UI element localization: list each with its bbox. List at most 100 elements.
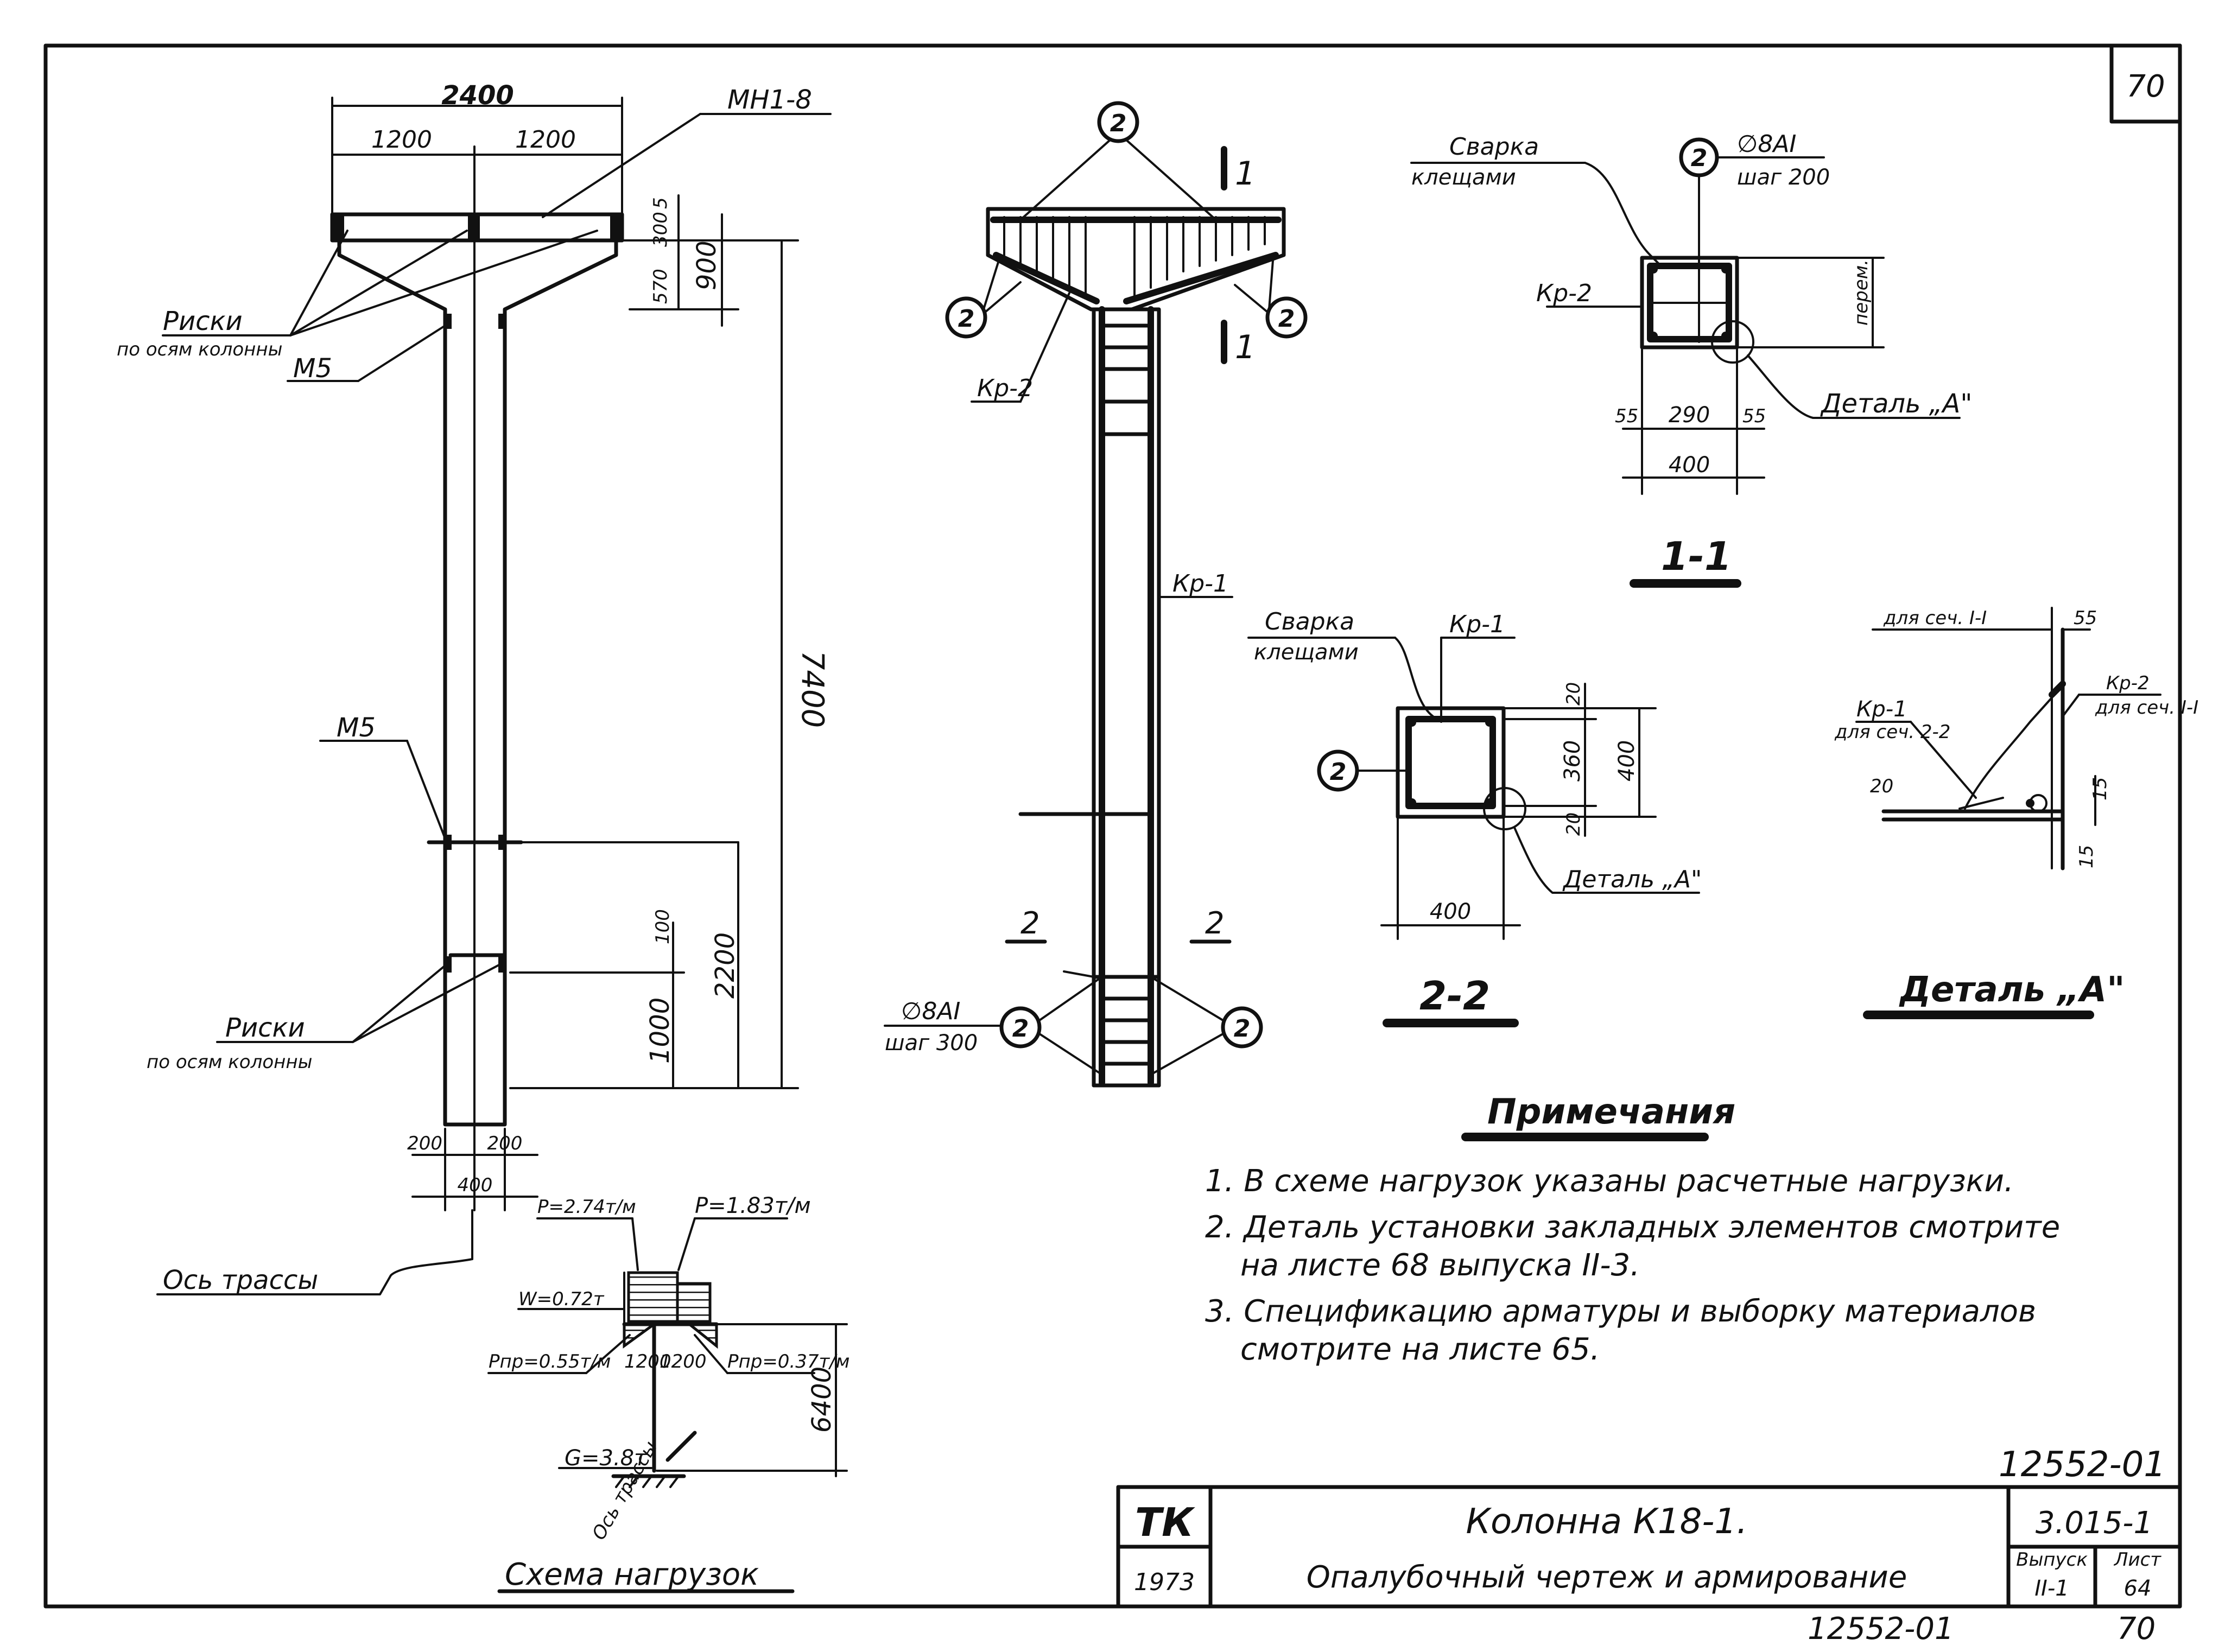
footer-doc-number: 12552-01 [1808,1611,1954,1647]
load-wind: W=0.72т [518,1288,605,1310]
s22-marker-2-text: 2 [1330,758,1347,786]
section-2-2: Сварка клещами Кр-1 2 20 360 20 400 Дета… [1247,608,1702,1027]
notes-line1: 1. В схеме нагрузок указаны расчетные на… [1205,1164,2014,1199]
detail-kp1-sub: для сеч. 2-2 [1834,721,1950,743]
s11-title: 1-1 [1661,533,1732,579]
title-series: 3.015-1 [2036,1505,2153,1541]
rebar-spec-bottom: ∅8АI [901,997,960,1025]
title-logo: ТК [1135,1499,1195,1545]
s22-detail-ref: Деталь „А" [1562,866,1702,893]
s22-welding: Сварка [1265,608,1354,636]
embedded-plate-right [610,214,622,240]
s11-rebar-step: шаг 200 [1737,165,1830,190]
s11-welding: Сварка [1449,133,1539,161]
load-p-wire-right: Pпр=0.37т/м [727,1351,850,1373]
dim-400: 400 [458,1174,493,1196]
dim-1200-right: 1200 [515,126,576,154]
title-name-line1: Колонна К18-1. [1466,1502,1748,1542]
marker-2-bottom-left-text: 2 [1012,1015,1029,1043]
s22-dim-400v: 400 [1614,740,1639,781]
rebar-step-bottom: шаг 300 [885,1031,978,1056]
load-scheme: P=2.74т/м P=1.83т/м W=0.72т Pпр=0.55т/м … [487,1193,850,1593]
dim-900: 900 [692,240,722,290]
notes-line3b: смотрите на листе 65. [1240,1332,1600,1367]
dim-1000: 1000 [645,997,675,1064]
title-year: 1973 [1134,1568,1195,1596]
label-route-axis: Ось трассы [163,1265,318,1295]
dim-2400: 2400 [441,80,514,111]
cap-outline [986,207,1286,312]
s11-outline [1640,256,1739,350]
marker-2-bottom-right [1221,1006,1263,1049]
label-axis-marks-top-sub: по осям колонны [117,339,282,360]
title-sheet-value: 64 [2124,1576,2152,1601]
title-doc-number: 12552-01 [1999,1445,2166,1485]
section-2-right: 2 [1205,906,1225,941]
s11-rebar-spec: ∅8АI [1737,130,1796,158]
s22-title: 2-2 [1419,973,1490,1019]
s11-dim-55a: 55 [1615,405,1638,427]
s11-dim-290: 290 [1669,403,1710,428]
dim-5: 5 [650,197,671,209]
s22-welding-sub: клещами [1254,640,1359,665]
sheet-number: 70 [2126,69,2165,104]
dim-1200a: 1200 [624,1351,671,1373]
load-block-right [676,1282,712,1323]
dim-200-left: 200 [407,1133,442,1154]
notes-line2a: 2. Деталь установки закладных элементов … [1205,1210,2060,1245]
load-block-left [627,1271,679,1323]
s11-kp2: Кр-2 [1536,279,1592,307]
s22-outline [1396,706,1506,819]
sheet-frame: 70 [43,43,2182,1609]
title-name-line2: Опалубочный чертеж и армирование [1307,1560,1907,1595]
load-gravity: G=3.8т [565,1446,648,1471]
label-kp2: Кр-2 [977,374,1033,402]
s11-dim-vertical: перем. [1850,259,1872,326]
s11-detail-ref: Деталь „А" [1820,389,1972,419]
label-m5-top: М5 [293,353,332,384]
label-axis-marks-bottom: Риски [225,1013,305,1043]
section-1-1: Сварка клещами 2 ∅8АI шаг 200 Кр-2 перем… [1410,130,1972,588]
s22-dim-360: 360 [1560,740,1585,781]
s22-dim-400h: 400 [1430,899,1471,924]
title-issue-value: II-1 [2034,1576,2069,1601]
section-mark-1-bottom: 1 [1235,328,1256,366]
detail-dim-55: 55 [2074,607,2097,629]
section-2-left: 2 [1020,906,1040,941]
sheet-number-box [2109,43,2182,124]
label-kp1: Кр-1 [1172,570,1228,598]
load-p-right: P=1.83т/м [695,1193,811,1218]
detail-kp1: Кр-1 [1856,697,1907,722]
detail-dim-20: 20 [1870,776,1893,797]
title-issue-label: Выпуск [2016,1549,2088,1571]
embedded-plate-center [468,214,480,240]
dim-7400: 7400 [795,651,830,728]
detail-dim-15: 15 [2089,777,2111,800]
load-p-left: P=2.74т/м [537,1196,636,1218]
detail-for-sect-11: для сеч. I-I [1883,607,1987,629]
label-axis-marks-top: Риски [163,306,243,336]
marker-2-left [945,296,987,339]
notes-line3a: 3. Спецификацию арматуры и выборку матер… [1205,1294,2036,1329]
marker-2-top [1097,101,1139,143]
detail-title: Деталь „А" [1899,970,2125,1010]
section-mark-1-top: 1 [1235,155,1256,193]
notes: Примечания 1. В схеме нагрузок указаны р… [1205,1092,2060,1367]
marker-2-right [1265,296,1308,339]
s11-dim-400: 400 [1669,453,1710,478]
marker-2-bottom-right-text: 2 [1234,1015,1251,1043]
embedded-plate-left [332,214,344,240]
s22-dim-20b: 20 [1563,812,1584,836]
title-sheet-label: Лист [2113,1549,2161,1571]
title-block: 12552-01 ТК 1973 Колонна К18-1. Опалубоч… [1116,1445,2182,1609]
marker-2-bottom-left [999,1006,1042,1049]
dim-2200: 2200 [710,932,740,999]
label-m5-mid: М5 [337,713,376,743]
s11-detail-circle [1711,320,1754,364]
dim-300: 300 [650,212,671,247]
detail-kp2: Кр-2 [2106,672,2150,694]
marker-2-right-text: 2 [1278,305,1295,333]
marker-2-top-text: 2 [1110,110,1127,137]
detail-dim-15b: 15 [2076,845,2097,868]
s22-dim-20a: 20 [1563,682,1584,706]
